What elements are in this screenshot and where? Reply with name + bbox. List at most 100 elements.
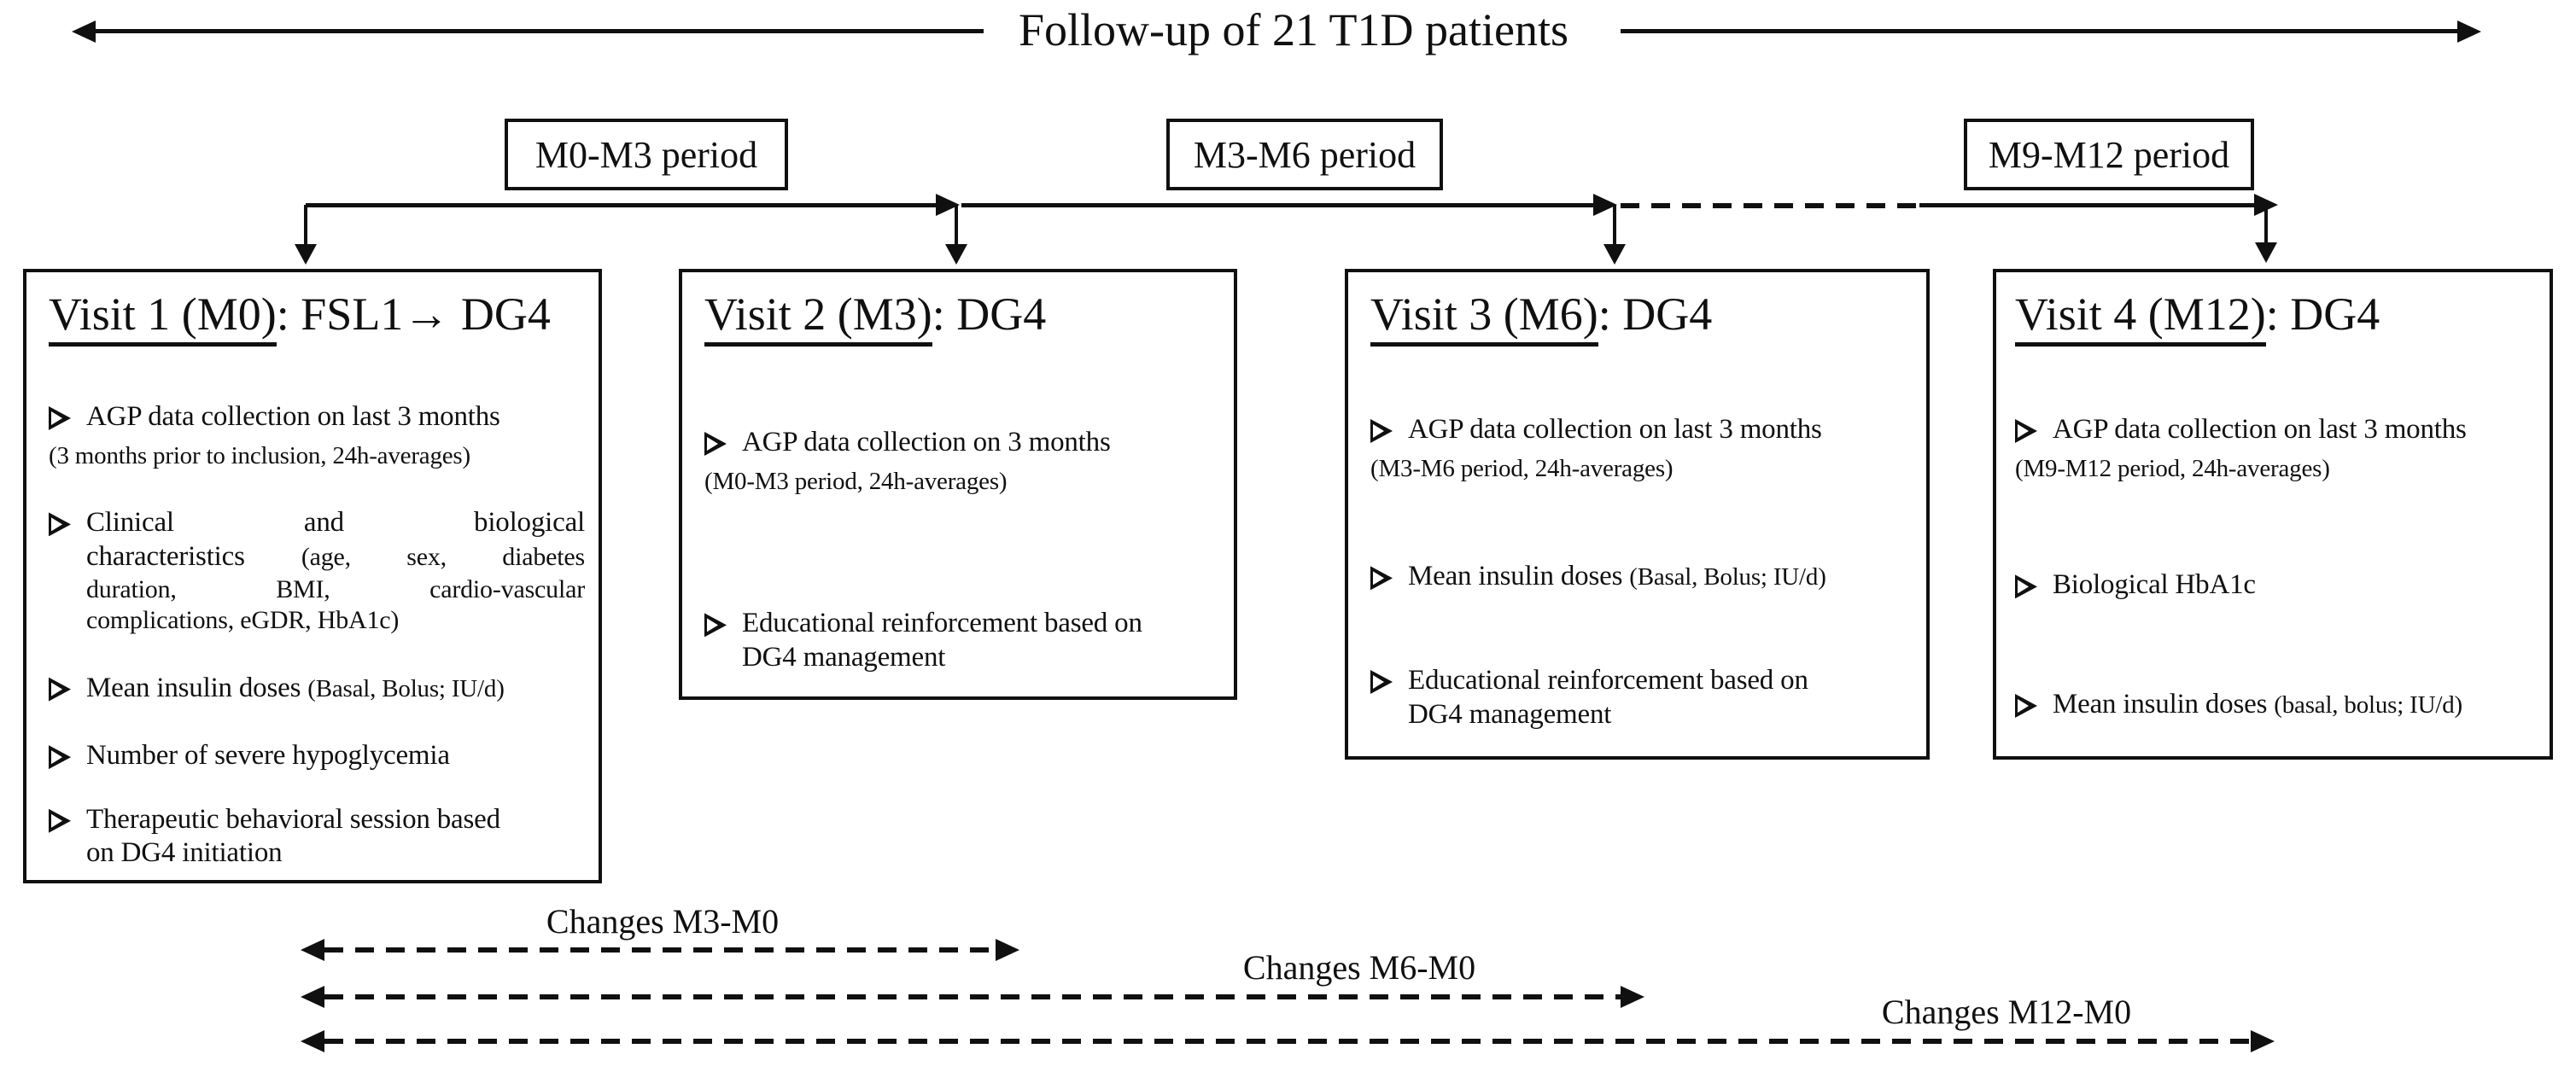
list-item: AGP data collection on 3 months — [704, 426, 1220, 460]
justified-line: characteristics (age, sex, diabetes — [86, 540, 585, 574]
bullet-arrow-icon — [2015, 694, 2037, 718]
list-item: Mean insulin doses (Basal, Bolus; IU/d) — [1370, 560, 1913, 594]
bullet-arrow-icon — [1370, 419, 1393, 443]
justified-line: duration, BMI, cardio-vascular — [86, 574, 585, 603]
list-item: Mean insulin doses (Basal, Bolus; IU/d) — [49, 672, 585, 706]
bullet-arrow-icon — [49, 745, 71, 769]
bullet-arrow-icon — [49, 512, 71, 536]
timeline-segment-m9-m12 — [1919, 203, 2254, 207]
changes-m6-m0-line — [324, 994, 1622, 999]
diagram-title: Follow-up of 21 T1D patients — [1019, 4, 1568, 55]
drop-line-visit3 — [1613, 205, 1616, 246]
period-box-m0-m3: M0-M3 period — [505, 119, 788, 190]
bullet-arrow-icon — [2015, 419, 2037, 443]
visit2-heading-underlined: Visit 2 (M3) — [704, 288, 932, 347]
period-label: M9-M12 period — [1988, 133, 2230, 176]
line-segment: Mean insulin doses — [2053, 688, 2275, 720]
period-label: M0-M3 period — [534, 133, 758, 176]
list-item: Therapeutic behavioral session based on … — [49, 803, 585, 871]
changes-m3-m0-label: Changes M3-M0 — [546, 902, 780, 941]
line-segment-small: (Basal, Bolus; IU/d) — [307, 674, 505, 702]
timeline-dashed-segment-m6-m9 — [1621, 203, 1919, 208]
changes-m12-m0-arrowhead-right-icon — [2251, 1030, 2275, 1052]
list-item-subtext: (3 months prior to inclusion, 24h-averag… — [49, 441, 470, 469]
justified-line: Clinical and biological — [86, 507, 585, 539]
list-item: Number of severe hypoglycemia — [49, 739, 585, 773]
changes-m3-m0-line — [324, 947, 997, 953]
list-item-text: Therapeutic behavioral session based on … — [86, 803, 500, 869]
drop-arrowhead-visit4-icon — [2255, 242, 2277, 263]
list-item: Mean insulin doses (basal, bolus; IU/d) — [2015, 688, 2539, 722]
list-item-text: Number of severe hypoglycemia — [86, 740, 450, 772]
list-item: AGP data collection on last 3 months — [2015, 413, 2539, 447]
list-item: Educational reinforcement based on DG4 m… — [1370, 664, 1913, 731]
bullet-arrow-icon — [704, 432, 727, 456]
list-item-text: Clinical and biological characteristics … — [86, 506, 585, 635]
line-segment: Mean insulin doses — [86, 672, 308, 703]
period-label: M3-M6 period — [1193, 133, 1417, 176]
followup-line-left — [92, 29, 984, 33]
list-item-text: AGP data collection on last 3 months — [2053, 414, 2467, 445]
list-item-text: Mean insulin doses (Basal, Bolus; IU/d) — [1408, 560, 1913, 594]
visit1-heading-underlined: Visit 1 (M0) — [49, 288, 277, 347]
line-segment-small: (basal, bolus; IU/d) — [2274, 690, 2462, 719]
changes-m6-m0-arrowhead-right-icon — [1621, 986, 1644, 1008]
line-segment: Mean insulin doses — [1408, 561, 1630, 592]
visit4-heading-rest: : DG4 — [2265, 288, 2380, 340]
bullet-arrow-icon — [1370, 670, 1393, 694]
list-item-subtext: (M3-M6 period, 24h-averages) — [1370, 454, 1674, 482]
drop-arrowhead-visit3-icon — [1603, 244, 1626, 265]
line-segment-small: (age, sex, diabetes — [301, 542, 585, 571]
last-line: complications, eGDR, HbA1c) — [86, 605, 400, 634]
drop-line-visit1 — [304, 205, 307, 246]
visit4-heading: Visit 4 (M12): DG4 — [2015, 288, 2539, 347]
bullet-arrow-icon — [2015, 574, 2037, 598]
changes-m12-m0-label: Changes M12-M0 — [1881, 993, 2132, 1031]
line-segment: characteristics — [86, 540, 301, 572]
timeline-segment-m0-m3 — [306, 203, 936, 207]
changes-m12-m0-arrowhead-left-icon — [301, 1030, 324, 1052]
visit3-heading: Visit 3 (M6): DG4 — [1370, 288, 1913, 347]
visit3-heading-rest: : DG4 — [1598, 288, 1713, 340]
bullet-arrow-icon — [49, 678, 71, 702]
list-item-subtext: (M0-M3 period, 24h-averages) — [704, 467, 1008, 495]
visit2-box: Visit 2 (M3): DG4 AGP data collection on… — [679, 269, 1237, 700]
list-item: AGP data collection on last 3 months — [1370, 413, 1913, 447]
line-segment-small: (Basal, Bolus; IU/d) — [1629, 563, 1826, 591]
followup-line-right — [1621, 29, 2459, 33]
visit1-heading-rest: : FSL1→ DG4 — [276, 288, 551, 340]
list-item-text: AGP data collection on last 3 months — [86, 401, 500, 432]
list-item: AGP data collection on last 3 months — [49, 400, 585, 434]
list-item-text: Educational reinforcement based on DG4 m… — [1408, 664, 1808, 730]
list-item: Clinical and biological characteristics … — [49, 506, 585, 635]
drop-line-visit2 — [955, 205, 958, 246]
drop-line-visit4 — [2264, 205, 2268, 244]
visit1-heading: Visit 1 (M0): FSL1→ DG4 — [49, 288, 585, 347]
visit2-heading-rest: : DG4 — [932, 288, 1047, 340]
visit1-box: Visit 1 (M0): FSL1→ DG4 AGP data collect… — [23, 269, 602, 883]
timeline-segment-m3-m6 — [961, 203, 1593, 207]
followup-arrowhead-right-icon — [2457, 20, 2481, 43]
changes-m6-m0-arrowhead-left-icon — [301, 986, 324, 1008]
visit3-heading-underlined: Visit 3 (M6) — [1370, 288, 1598, 347]
changes-m6-m0-label: Changes M6-M0 — [1242, 948, 1476, 987]
visit2-heading: Visit 2 (M3): DG4 — [704, 288, 1220, 347]
drop-arrowhead-visit2-icon — [945, 244, 967, 265]
followup-arrowhead-left-icon — [72, 20, 96, 43]
list-item-text: Mean insulin doses (Basal, Bolus; IU/d) — [86, 672, 585, 706]
list-item-text: Biological HbA1c — [2053, 569, 2256, 601]
visit4-box: Visit 4 (M12): DG4 AGP data collection o… — [1993, 269, 2553, 760]
bullet-arrow-icon — [49, 406, 71, 430]
changes-m3-m0-arrowhead-right-icon — [996, 939, 1019, 961]
list-item-text: Educational reinforcement based on DG4 m… — [742, 608, 1142, 673]
list-item-text: AGP data collection on last 3 months — [1408, 414, 1822, 445]
drop-arrowhead-visit1-icon — [295, 244, 317, 265]
visit3-box: Visit 3 (M6): DG4 AGP data collection on… — [1345, 269, 1930, 760]
list-item: Educational reinforcement based on DG4 m… — [704, 607, 1220, 674]
changes-m3-m0-arrowhead-left-icon — [301, 939, 324, 961]
list-item-text: Mean insulin doses (basal, bolus; IU/d) — [2053, 688, 2539, 722]
bullet-arrow-icon — [49, 809, 71, 833]
list-item-subtext: (M9-M12 period, 24h-averages) — [2015, 454, 2330, 482]
changes-m12-m0-line — [324, 1039, 2252, 1044]
